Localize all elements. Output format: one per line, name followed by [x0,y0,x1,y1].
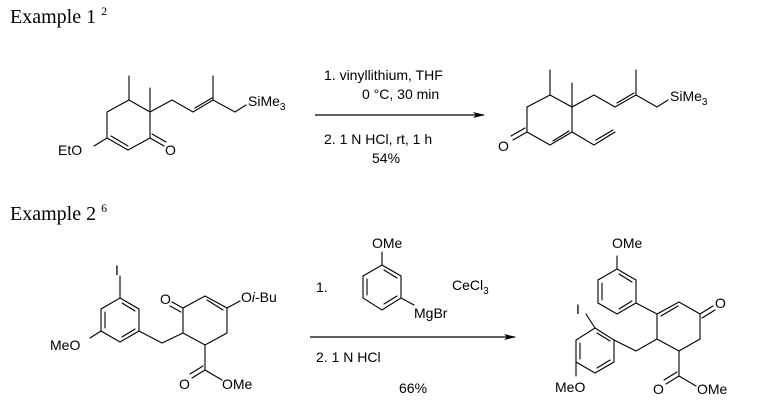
example1-yield: 54% [372,150,400,166]
ester-carbonyl-oxygen-label: O [179,376,190,392]
product-silyl-label: SiMe3 [670,88,708,108]
ethoxy-label: EtO [58,142,82,158]
ester-methoxy-label: OMe [222,376,253,392]
iodo-label: I [115,262,119,278]
additive-cecl3: CeCl3 [452,277,489,297]
product-aryl-methoxy-label: OMe [612,235,643,251]
product-ester-carbonyl-oxygen-label: O [653,381,664,397]
example2-product: OMe O O OMe I MeO [555,235,728,397]
example2-heading-text: Example 2 [10,203,97,225]
example1-condition-step2: 2. 1 N HCl, rt, 1 h [324,131,432,147]
example2-condition-step1-number: 1. [316,279,328,295]
product-ketone-oxygen-label: O [498,138,509,154]
example1-heading: Example 1 2 [10,4,108,29]
example1-reaction-arrow: 1. vinyllithium, THF 0 °C, 30 min 2. 1 N… [315,67,485,166]
methoxy-label: MeO [50,337,80,353]
example1-condition-step1: 1. vinyllithium, THF [324,67,443,83]
example1-reference: 2 [101,4,108,18]
product-iodo-label: I [576,301,580,317]
example2-condition-step2: 2. 1 N HCl [316,349,381,365]
reagent-grignard-label: MgBr [414,305,448,321]
example2-reference: 6 [101,201,108,215]
example2-heading: Example 2 6 [10,201,108,226]
reagent-methoxy-label: OMe [372,235,403,251]
example1-condition-temperature: 0 °C, 30 min [362,86,439,102]
product-methoxy-label: MeO [555,379,585,395]
example1-product: O SiMe3 [498,69,708,154]
example1-starting-material: EtO O SiMe3 [58,75,286,158]
example2-starting-material: I MeO O Oi-Bu O OMe [50,262,277,392]
ketone-oxygen-label: O [160,291,171,307]
example2-yield: 66% [399,380,427,396]
silyl-label: SiMe3 [248,93,286,113]
product-ester-methoxy-label: OMe [697,381,728,397]
product-ketone-oxygen-label: O [715,295,726,311]
example2-reaction-arrow: 1. OMe MgBr CeCl3 2. 1 N HCl 66% [310,235,516,396]
ketone-oxygen-label: O [165,142,176,158]
example1-heading-text: Example 1 [10,6,97,28]
isobutoxy-label: Oi-Bu [241,289,277,305]
